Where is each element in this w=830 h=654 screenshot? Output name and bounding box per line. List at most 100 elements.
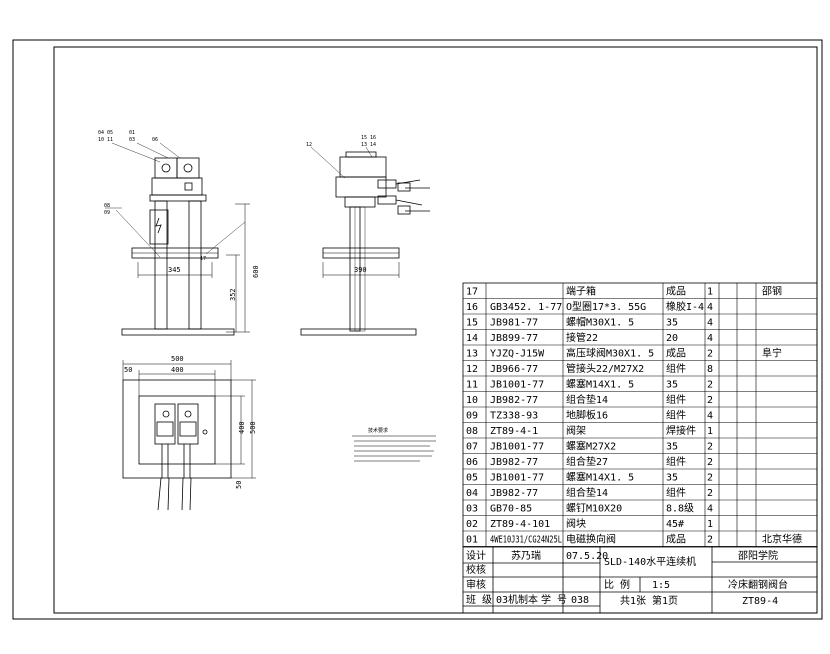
bom-cell-code: JB982-77 [490,395,538,406]
front-view-labels: 04 05 10 11 01 03 06 08 09 17 345 600 35… [98,130,260,301]
bom-cell-qty: 4 [707,504,713,515]
bom-cell-mat: 8.8级 [666,503,694,515]
design-label: 设计 [466,549,486,562]
bom-cell-no: 03 [466,504,478,515]
bom-cell-name: 管接头22/M27X2 [566,362,644,375]
bom-cell-mat: 橡胶I-4 [666,300,704,313]
svg-text:15 16: 15 16 [361,135,376,141]
drawing-number: ZT89-4 [742,596,778,607]
bom-cell-mat: 组件 [666,486,686,499]
bom-cell-no: 06 [466,457,478,468]
bom-cell-name: 组合垫27 [566,455,608,468]
side-view-labels: 12 15 16 13 14 390 [306,135,376,274]
scale-value: 1:5 [652,580,670,591]
bom-cell-no: 15 [466,318,478,329]
svg-text:06: 06 [152,137,158,143]
designer-name: 苏乃瑞 [511,549,541,562]
bom-cell-code: YJZQ-J15W [490,349,545,360]
bom-cell-no: 14 [466,333,478,344]
bom-cell-code: GB70-85 [490,504,532,515]
bom-cell-code: JB899-77 [490,333,538,344]
bom-cell-code: ZT89-4-1 [490,426,538,437]
bom-cell-mat: 35 [666,473,678,484]
bom-cell-name: 接管22 [566,331,598,344]
bom-cell-qty: 8 [707,364,713,375]
bom-cell-no: 11 [466,380,478,391]
svg-text:12: 12 [306,142,312,148]
title-block-text: 设计 苏乃瑞 07.5.20 SLD-140水平连续机 邵阳学院 校核 审核 比… [466,549,788,607]
bom-cell-qty: 4 [707,302,713,313]
svg-text:10 11: 10 11 [98,137,113,143]
bom-cell-no: 09 [466,411,478,422]
number-value: 038 [571,595,589,606]
svg-text:01: 01 [129,130,135,136]
bom-cell-name: 组合垫14 [566,393,608,406]
bom-cell-no: 10 [466,395,478,406]
bom-cell-name: O型圈17*3. 55G [566,300,646,313]
bom-cell-qty: 1 [707,287,713,298]
bom-cell-qty: 4 [707,411,713,422]
bom-cell-name: 螺塞M14X1. 5 [566,378,634,391]
svg-text:17: 17 [200,256,206,262]
bom-cell-name: 螺钉M10X20 [566,503,622,515]
bom-cell-no: 12 [466,364,478,375]
bom-cell-mat: 35 [666,318,678,329]
bom-cell-no: 17 [466,287,478,298]
dim-390: 390 [354,266,367,274]
bom-cell-name: 阀块 [566,517,586,530]
bom-cell-mat: 组件 [666,362,686,375]
scale-label: 比 例 [604,578,630,591]
bom-cell-code: JB966-77 [490,364,538,375]
bom-cell-qty: 1 [707,519,713,530]
svg-text:04 05: 04 05 [98,130,113,136]
bom-cell-mat: 35 [666,380,678,391]
bom-cell-qty: 2 [707,535,713,546]
bom-cell-qty: 2 [707,457,713,468]
bom-cell-code: JB982-77 [490,488,538,499]
bom-cell-name: 螺塞M14X1. 5 [566,471,634,484]
school-name: 邵阳学院 [738,549,778,562]
dim-500-right: 500 [249,421,257,434]
dim-400-right: 400 [238,421,246,434]
bom-cell-code: 4WE10J31/CG24N25L [490,535,562,546]
bom-cell-mat: 20 [666,333,678,344]
svg-text:03: 03 [129,137,135,143]
bom-cell-mat: 成品 [666,534,686,546]
outer-border [12,39,823,620]
part-name: 冷床翻钢阀台 [728,578,788,591]
bom-cell-mat: 组件 [666,455,686,468]
bom-cell-name: 端子箱 [566,285,596,298]
svg-text:09: 09 [104,210,110,216]
bom-cell-code: JB981-77 [490,318,538,329]
svg-text:08: 08 [104,203,110,209]
dim-400-top: 400 [171,366,184,374]
bom-cell-note: 邵钢 [762,285,782,298]
bom-cell-note: 北京华德 [762,533,802,546]
bom-cell-name: 阀架 [566,424,586,437]
bom-cell-code: JB1001-77 [490,442,544,453]
bom-cell-mat: 组件 [666,393,686,406]
bom-cell-qty: 2 [707,349,713,360]
bom-cell-qty: 2 [707,395,713,406]
bom-cell-no: 16 [466,302,478,313]
inner-border [53,46,818,614]
top-view [122,360,256,511]
dim-352: 352 [229,288,237,301]
dim-345: 345 [168,266,181,274]
bom-cell-name: 地脚板16 [566,409,608,422]
title-block [462,546,818,614]
check-label: 校核 [466,563,486,576]
bom-cell-mat: 成品 [666,286,686,298]
svg-text:13 14: 13 14 [361,142,376,148]
bom-cell-code: GB3452. 1-77 [490,302,562,313]
bom-cell-qty: 4 [707,318,713,329]
dim-600: 600 [252,265,260,278]
dim-50-left: 50 [124,366,132,374]
bom-cell-mat: 35 [666,442,678,453]
bom-cell-code: JB1001-77 [490,473,544,484]
class-label: 班 级 [466,594,492,606]
technical-notes: 技术要求 [352,427,436,462]
bom-cell-code: TZ338-93 [490,411,538,422]
bom-cell-qty: 2 [707,473,713,484]
